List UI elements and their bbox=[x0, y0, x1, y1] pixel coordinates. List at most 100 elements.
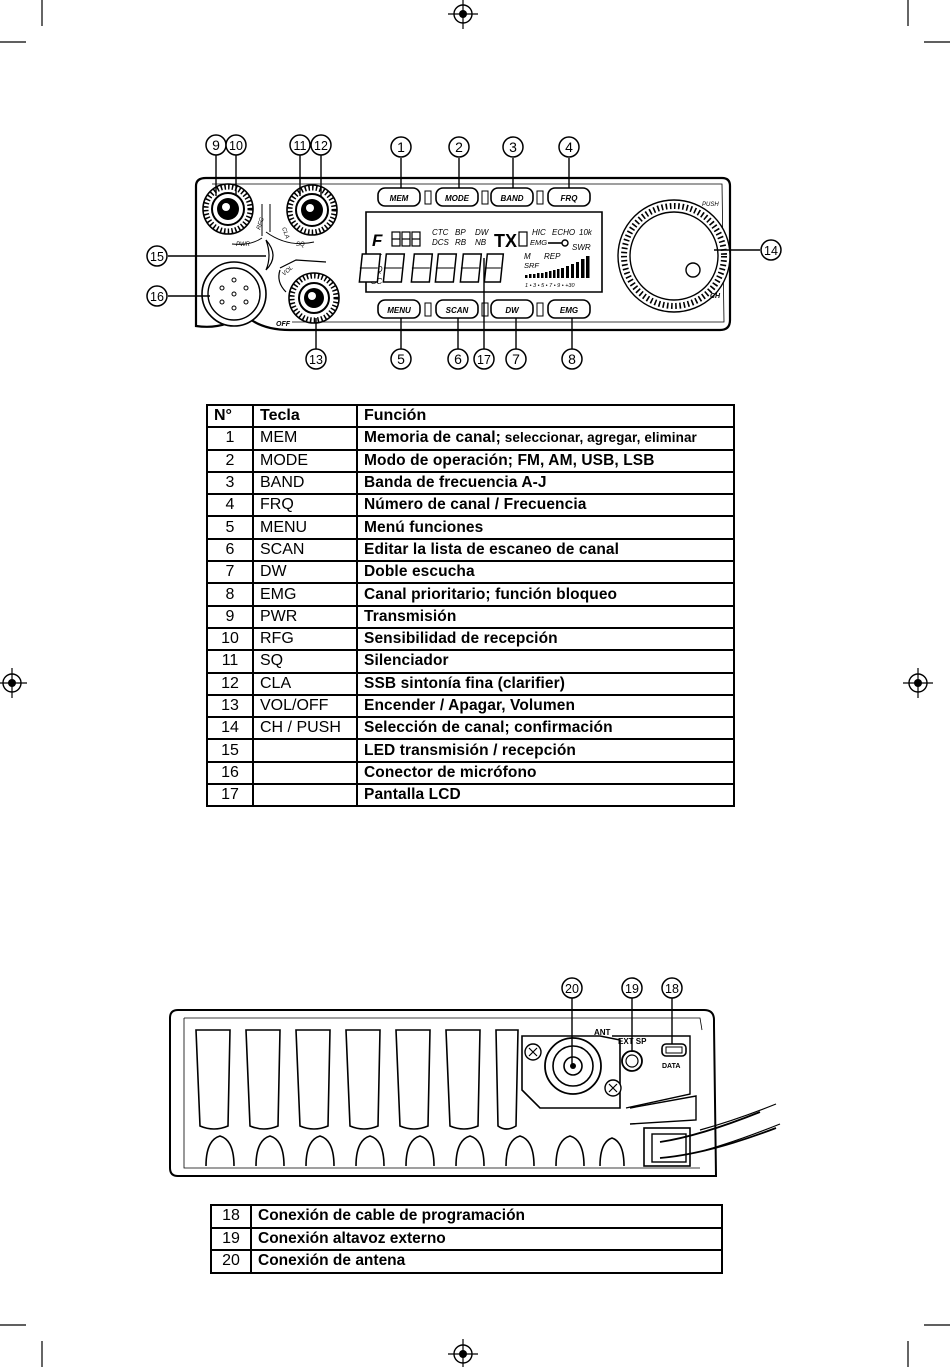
table-row: 18 Conexión de cable de programación bbox=[210, 1204, 723, 1229]
table-row: 17 Pantalla LCD bbox=[206, 783, 735, 808]
callout-9: 9 bbox=[212, 137, 220, 153]
pwr-rfg-knob[interactable] bbox=[202, 183, 254, 235]
band-button[interactable]: BAND bbox=[500, 194, 523, 203]
front-panel-diagram: MEM MODE BAND FRQ MENU SCAN DW EMG F RT … bbox=[146, 134, 782, 370]
lcd-indicator-dcs: DCS bbox=[432, 238, 450, 247]
table-row: 1 MEM Memoria de canal; seleccionar, agr… bbox=[206, 426, 735, 451]
frq-button[interactable]: FRQ bbox=[561, 194, 579, 203]
lcd-indicator-m: M bbox=[524, 252, 531, 261]
table-row: 19 Conexión altavoz externo bbox=[210, 1226, 723, 1251]
emg-button[interactable]: EMG bbox=[560, 306, 578, 315]
bottom-button-row: MENU SCAN DW EMG bbox=[377, 299, 591, 319]
heatsink-lower-fins bbox=[205, 1135, 625, 1167]
lcd-indicator-f: F bbox=[372, 231, 383, 250]
dw-button[interactable]: DW bbox=[505, 306, 520, 315]
mem-button[interactable]: MEM bbox=[390, 194, 409, 203]
row-key: SCAN bbox=[252, 537, 358, 563]
row-key: DW bbox=[252, 560, 358, 585]
row-function: Conexión de cable de programación bbox=[250, 1204, 723, 1229]
row-number: 6 bbox=[206, 537, 254, 563]
row-number: 2 bbox=[206, 448, 254, 473]
table-row: 16 Conector de micrófono bbox=[206, 760, 735, 786]
callout-10: 10 bbox=[229, 139, 243, 153]
row-function: Modo de operación; FM, AM, USB, LSB bbox=[356, 448, 735, 473]
row-function: Editar la lista de escaneo de canal bbox=[356, 537, 735, 563]
table-header-row: N° Tecla Función bbox=[206, 403, 735, 429]
rear-connectors-table: 18 Conexión de cable de programación 19 … bbox=[210, 1204, 723, 1274]
channel-push-knob[interactable] bbox=[617, 199, 731, 313]
row-key: VOL/OFF bbox=[252, 693, 358, 719]
table-row: 2 MODE Modo de operación; FM, AM, USB, L… bbox=[206, 448, 735, 473]
screw-icon bbox=[524, 1043, 542, 1061]
rear-callout-leaders bbox=[571, 998, 673, 1064]
table-row: 20 Conexión de antena bbox=[210, 1249, 723, 1274]
rfg-label: RFG bbox=[256, 216, 266, 230]
row-number: 16 bbox=[206, 760, 254, 786]
header-function: Función bbox=[356, 403, 735, 429]
menu-button[interactable]: MENU bbox=[387, 306, 411, 315]
callout-5: 5 bbox=[397, 351, 405, 367]
row-key: MEM bbox=[252, 426, 358, 451]
lcd-main-digits bbox=[358, 253, 505, 283]
pwr-label: PWR bbox=[236, 242, 251, 248]
row-function: Canal prioritario; función bloqueo bbox=[356, 582, 735, 607]
callout-15: 15 bbox=[150, 250, 164, 264]
ext-speaker-jack[interactable] bbox=[621, 1050, 643, 1072]
callout-12: 12 bbox=[314, 139, 328, 153]
front-callout-circles bbox=[146, 134, 782, 370]
row-function: Encender / Apagar, Volumen bbox=[356, 693, 735, 719]
tx-rx-led bbox=[261, 204, 274, 271]
lcd-indicator-srf: SRF bbox=[524, 261, 539, 270]
table-row: 15 LED transmisión / recepción bbox=[206, 738, 735, 763]
callout-14: 14 bbox=[764, 244, 778, 258]
lcd-indicator-tx: TX bbox=[494, 231, 517, 251]
row-key: MENU bbox=[252, 515, 358, 540]
lcd-indicator-bp: BP bbox=[455, 228, 466, 237]
front-callout-numbers: 1 2 3 4 5 6 7 8 9 10 11 12 13 14 15 16 1… bbox=[150, 137, 778, 367]
row-function: Número de canal / Frecuencia bbox=[356, 493, 735, 518]
lcd-indicator-swr: SWR bbox=[572, 243, 591, 252]
front-callout-leaders bbox=[168, 155, 760, 349]
sq-label: SQ bbox=[296, 242, 305, 248]
row-number: 20 bbox=[210, 1249, 252, 1274]
callout-11: 11 bbox=[294, 139, 307, 153]
row-function: Conector de micrófono bbox=[356, 760, 735, 786]
data-port[interactable] bbox=[661, 1043, 687, 1057]
registration-mark-left bbox=[0, 667, 28, 699]
table-row: 3 BAND Banda de frecuencia A-J bbox=[206, 470, 735, 496]
lcd-indicator-hic: HIC bbox=[532, 228, 546, 237]
heatsink-fins bbox=[195, 1029, 519, 1130]
table-row: 4 FRQ Número de canal / Frecuencia bbox=[206, 493, 735, 518]
row-function-main: Memoria de canal; bbox=[364, 429, 501, 447]
row-number: 4 bbox=[206, 493, 254, 518]
sq-cla-knob[interactable] bbox=[286, 184, 338, 236]
table-row: 14 CH / PUSH Selección de canal; confirm… bbox=[206, 716, 735, 741]
scan-button[interactable]: SCAN bbox=[446, 306, 469, 315]
antenna-connector[interactable] bbox=[544, 1037, 602, 1095]
row-key: EMG bbox=[252, 582, 358, 607]
rear-callout-numbers: 20 19 18 bbox=[565, 982, 679, 996]
callout-4: 4 bbox=[565, 139, 573, 155]
row-function: Banda de frecuencia A-J bbox=[356, 470, 735, 496]
lcd-indicator-10k: 10k bbox=[579, 228, 593, 237]
row-number: 8 bbox=[206, 582, 254, 607]
row-number: 12 bbox=[206, 671, 254, 696]
row-function: Menú funciones bbox=[356, 515, 735, 540]
row-function: LED transmisión / recepción bbox=[356, 738, 735, 763]
rear-callout-circles bbox=[561, 977, 683, 999]
lcd-indicator-ctc: CTC bbox=[432, 228, 449, 237]
mode-button[interactable]: MODE bbox=[445, 194, 470, 203]
registration-mark-right bbox=[902, 667, 934, 699]
cla-label: CLA bbox=[280, 227, 290, 240]
row-number: 9 bbox=[206, 604, 254, 629]
key-lock-icon bbox=[548, 239, 569, 247]
off-label: OFF bbox=[276, 321, 291, 328]
mic-connector[interactable] bbox=[201, 261, 267, 327]
table-row: 5 MENU Menú funciones bbox=[206, 515, 735, 540]
screw-icon bbox=[604, 1079, 622, 1097]
table-row: 9 PWR Transmisión bbox=[206, 604, 735, 629]
vol-off-knob[interactable] bbox=[288, 272, 340, 324]
keys-functions-table: N° Tecla Función 1 MEM Memoria de canal;… bbox=[206, 403, 735, 808]
